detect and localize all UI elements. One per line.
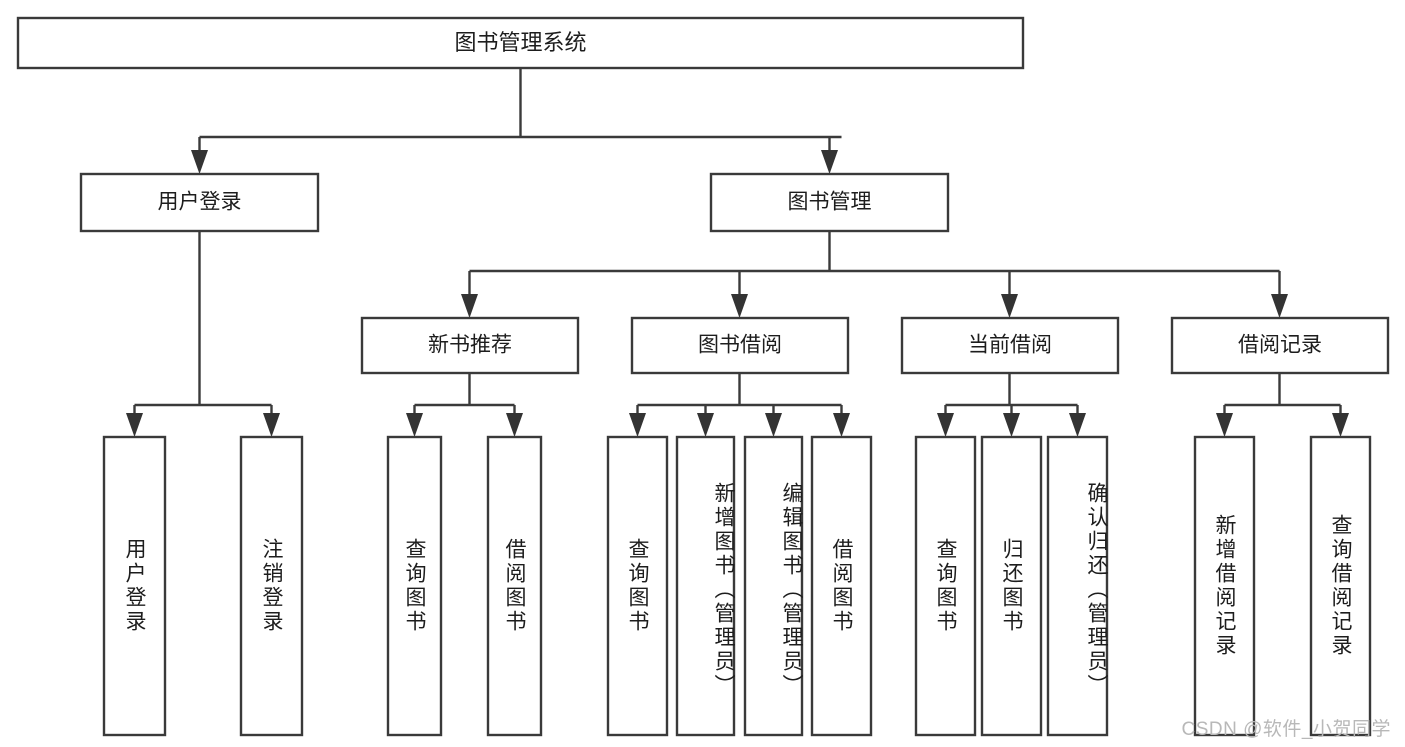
node-leaf-user-login-box[interactable] — [102, 435, 167, 737]
leaf-boxes — [102, 435, 1372, 737]
node-leaf-query-book-2-box[interactable] — [606, 435, 669, 737]
arrow-to-leaf-query-book-2 — [629, 413, 646, 437]
connector-user-login-bus — [133, 231, 273, 414]
connectors-user-login-to-leaves — [126, 231, 280, 437]
node-borrow-record-box[interactable] — [1170, 316, 1390, 375]
arrow-to-leaf-borrow-book-1 — [506, 413, 523, 437]
connector-book-manage-bus — [468, 231, 1281, 296]
arrow-to-leaf-query-book-3 — [937, 413, 954, 437]
connector-root-bus — [198, 68, 842, 160]
node-leaf-borrow-book-1-box[interactable] — [486, 435, 543, 737]
arrow-to-book-borrow — [731, 294, 748, 318]
arrow-to-leaf-borrow-book-2 — [833, 413, 850, 437]
node-leaf-query-record-box[interactable] — [1309, 435, 1372, 737]
node-root-box[interactable] — [16, 16, 1025, 70]
node-current-borrow[interactable]: 当前借阅 — [900, 316, 1120, 375]
arrow-to-leaf-query-record — [1332, 413, 1349, 437]
connector-borrow-record-bus — [1223, 373, 1342, 414]
node-user-login-label: 用户登录 — [158, 191, 242, 214]
node-book-manage[interactable]: 图书管理 — [709, 172, 950, 233]
node-borrow-record[interactable]: 借阅记录 — [1170, 316, 1390, 375]
node-user-login-box[interactable] — [79, 172, 320, 233]
connectors-new-book-recommend-to-leaves — [406, 373, 523, 437]
arrow-to-leaf-return-book — [1003, 413, 1020, 437]
node-leaf-add-book-box[interactable] — [675, 435, 736, 737]
connector-book-borrow-bus — [636, 373, 843, 414]
node-leaf-query-book-3-box[interactable] — [914, 435, 977, 737]
arrow-to-leaf-edit-book — [765, 413, 782, 437]
arrow-to-leaf-add-record — [1216, 413, 1233, 437]
arrow-to-book-manage — [821, 150, 838, 174]
node-leaf-confirm-return-box[interactable] — [1046, 435, 1109, 737]
node-book-manage-box[interactable] — [709, 172, 950, 233]
node-user-login[interactable]: 用户登录 — [79, 172, 320, 233]
arrow-to-leaf-add-book — [697, 413, 714, 437]
connectors-book-manage-to-level3 — [461, 231, 1288, 318]
arrow-to-leaf-logout-login — [263, 413, 280, 437]
arrow-to-borrow-record — [1271, 294, 1288, 318]
node-book-borrow[interactable]: 图书借阅 — [630, 316, 850, 375]
node-leaf-return-book-box[interactable] — [980, 435, 1043, 737]
arrow-to-leaf-user-login — [126, 413, 143, 437]
node-leaf-logout-login-box[interactable] — [239, 435, 304, 737]
connector-new-book-recommend-bus — [413, 373, 516, 414]
arrow-to-current-borrow — [1001, 294, 1018, 318]
node-root[interactable]: 图书管理系统 — [16, 16, 1025, 70]
node-new-book-recommend[interactable]: 新书推荐 — [360, 316, 580, 375]
connectors-borrow-record-to-leaves — [1216, 373, 1349, 437]
arrow-to-leaf-query-book-1 — [406, 413, 423, 437]
node-book-borrow-box[interactable] — [630, 316, 850, 375]
arrow-to-new-book-recommend — [461, 294, 478, 318]
connector-current-borrow-bus — [944, 373, 1079, 414]
node-borrow-record-label: 借阅记录 — [1238, 334, 1322, 357]
node-leaf-query-book-1-box[interactable] — [386, 435, 443, 737]
node-leaf-edit-book-box[interactable] — [743, 435, 804, 737]
csdn-watermark: CSDN @软件_小贺同学 — [1181, 719, 1391, 740]
connectors-book-borrow-to-leaves — [629, 373, 850, 437]
node-root-label: 图书管理系统 — [454, 30, 586, 55]
node-book-borrow-label: 图书借阅 — [698, 334, 782, 357]
connectors-root-to-level2 — [191, 68, 842, 174]
arrow-to-user-login — [191, 150, 208, 174]
arrow-to-leaf-confirm-return — [1069, 413, 1086, 437]
connectors-current-borrow-to-leaves — [937, 373, 1086, 437]
node-book-manage-label: 图书管理 — [788, 191, 872, 214]
node-new-book-recommend-box[interactable] — [360, 316, 580, 375]
node-new-book-recommend-label: 新书推荐 — [428, 334, 512, 357]
node-current-borrow-label: 当前借阅 — [968, 334, 1052, 357]
node-leaf-borrow-book-2-box[interactable] — [810, 435, 873, 737]
node-leaf-add-record-box[interactable] — [1193, 435, 1256, 737]
node-current-borrow-box[interactable] — [900, 316, 1120, 375]
